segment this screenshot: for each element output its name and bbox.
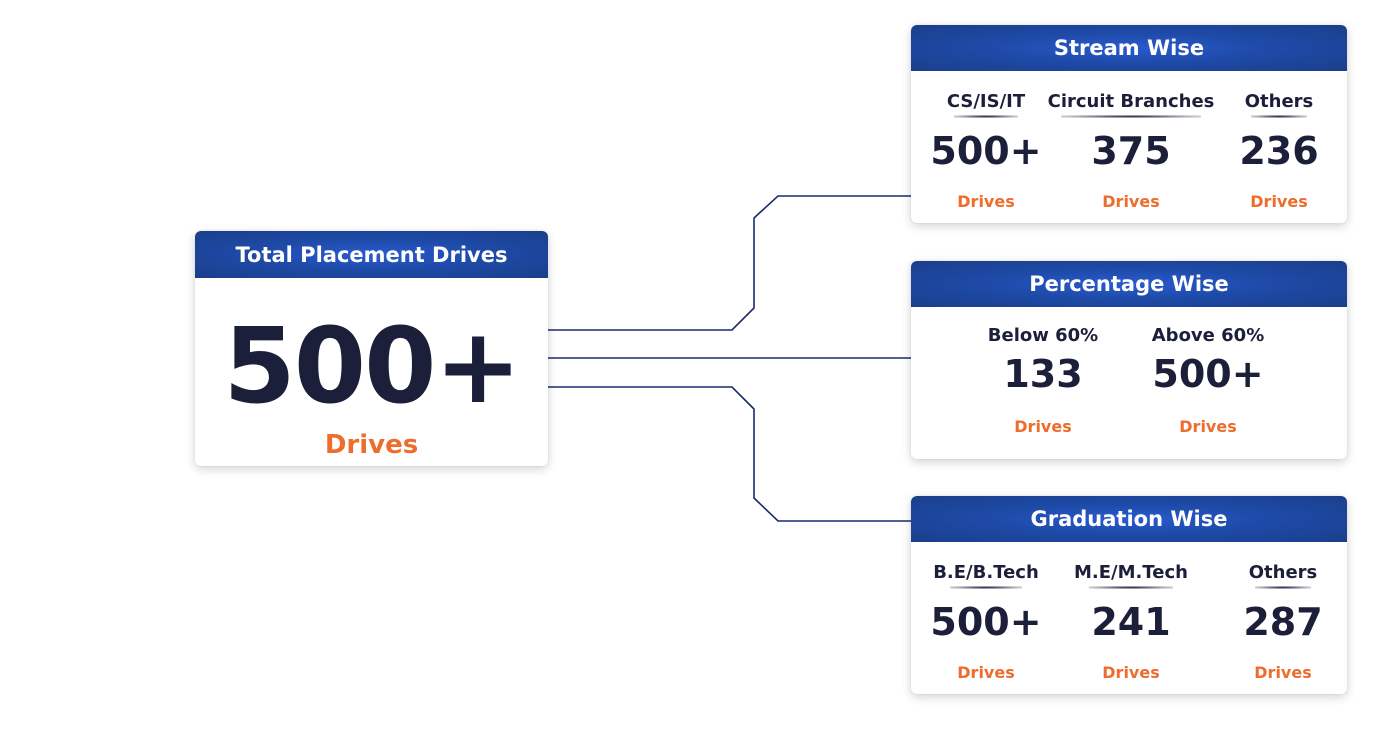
stream-value: 375: [1091, 129, 1171, 173]
stream-label: CS/IS/IT: [946, 91, 1026, 112]
percentage-col-below: Below 60% 133 Drives: [958, 307, 1128, 436]
label-underline: [1061, 115, 1201, 118]
graduation-label: M.E/M.Tech: [1074, 562, 1188, 583]
stream-label: Others: [1244, 91, 1314, 112]
label-underline: [1089, 586, 1173, 589]
stream-card-header: Stream Wise: [911, 25, 1347, 71]
stream-unit: Drives: [957, 192, 1015, 211]
percentage-label: Below 60%: [987, 325, 1099, 346]
total-unit: Drives: [324, 430, 419, 460]
graduation-col-be: B.E/B.Tech 500+ Drives: [911, 542, 1071, 682]
connector-to-graduation: [548, 386, 911, 522]
total-placement-card: Total Placement Drives 500+ Drives: [195, 231, 548, 466]
percentage-unit: Drives: [1179, 417, 1237, 436]
graduation-card-header: Graduation Wise: [911, 496, 1347, 542]
stream-col-cs: CS/IS/IT 500+ Drives: [911, 71, 1071, 211]
graduation-value: 241: [1091, 600, 1171, 644]
graduation-unit: Drives: [957, 663, 1015, 682]
stream-col-circuit: Circuit Branches 375 Drives: [1046, 71, 1216, 211]
percentage-unit: Drives: [1014, 417, 1072, 436]
stream-value: 236: [1239, 129, 1319, 173]
label-underline: [1255, 586, 1311, 589]
percentage-value: 500+: [1152, 352, 1264, 396]
percentage-card-header: Percentage Wise: [911, 261, 1347, 307]
stream-wise-card: Stream Wise CS/IS/IT 500+ Drives Circuit…: [911, 25, 1347, 223]
total-card-header: Total Placement Drives: [195, 231, 548, 278]
label-underline: [950, 586, 1022, 589]
graduation-label: Others: [1248, 562, 1318, 583]
graduation-unit: Drives: [1254, 663, 1312, 682]
graduation-value: 500+: [930, 600, 1042, 644]
percentage-value: 133: [1003, 352, 1083, 396]
percentage-label: Above 60%: [1151, 325, 1265, 346]
label-underline: [1251, 115, 1307, 118]
stream-unit: Drives: [1250, 192, 1308, 211]
connector-to-stream: [548, 195, 911, 331]
graduation-label: B.E/B.Tech: [933, 562, 1039, 583]
stream-unit: Drives: [1102, 192, 1160, 211]
percentage-wise-card: Percentage Wise Below 60% 133 Drives Abo…: [911, 261, 1347, 459]
stream-label: Circuit Branches: [1047, 91, 1215, 112]
graduation-value: 287: [1243, 600, 1323, 644]
total-value: 500+: [223, 305, 521, 427]
graduation-col-others: Others 287 Drives: [1198, 542, 1347, 682]
label-underline: [954, 115, 1018, 118]
graduation-col-me: M.E/M.Tech 241 Drives: [1046, 542, 1216, 682]
graduation-unit: Drives: [1102, 663, 1160, 682]
stream-value: 500+: [930, 129, 1042, 173]
stream-col-others: Others 236 Drives: [1194, 71, 1347, 211]
graduation-wise-card: Graduation Wise B.E/B.Tech 500+ Drives M…: [911, 496, 1347, 694]
percentage-col-above: Above 60% 500+ Drives: [1123, 307, 1293, 436]
